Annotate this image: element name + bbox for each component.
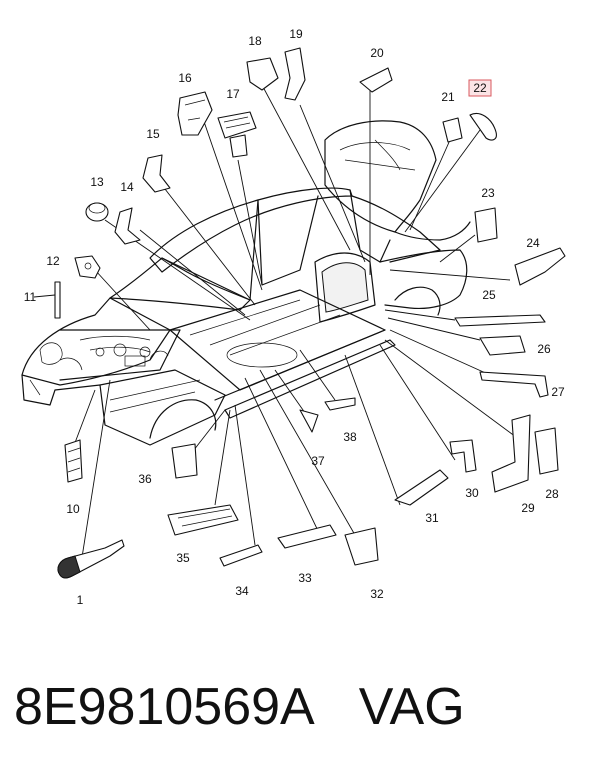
callout-31: 31	[425, 511, 439, 525]
part-28-bracket	[534, 427, 559, 475]
callout-17: 17	[226, 87, 240, 101]
part-26-bracket	[479, 335, 526, 356]
part-17-module	[217, 111, 257, 158]
leader-lines	[33, 84, 521, 571]
callout-19: 19	[289, 27, 303, 41]
part-10-pad	[64, 439, 83, 483]
callout-16: 16	[178, 71, 192, 85]
car-body-shell	[21, 120, 471, 446]
callout-14: 14	[120, 180, 134, 194]
callout-20: 20	[370, 46, 384, 60]
part-12-bracket	[74, 255, 101, 279]
part-31-hinge	[394, 469, 449, 506]
callout-23: 23	[481, 186, 495, 200]
callout-35: 35	[176, 551, 190, 565]
part-21-foam	[442, 117, 463, 143]
callout-28: 28	[545, 487, 559, 501]
callout-29: 29	[521, 501, 535, 515]
callout-11: 11	[24, 290, 37, 304]
callout-27: 27	[551, 385, 565, 399]
part-25-rail	[454, 314, 546, 327]
part-13-grommet	[85, 202, 109, 222]
part-32-bracket	[344, 527, 379, 566]
part-1-sealant-tube	[57, 539, 125, 579]
part-19-strip	[284, 47, 306, 101]
callout-13: 13	[90, 175, 104, 189]
part-14-clip	[114, 207, 141, 245]
part-20-pad	[359, 67, 393, 93]
part-11-strip	[54, 281, 61, 319]
callout-24: 24	[526, 236, 540, 250]
callout-21: 21	[441, 90, 455, 104]
part-23-panel	[474, 207, 498, 243]
part-22-pad	[469, 113, 497, 141]
callout-37: 37	[311, 454, 325, 468]
part-33-rail	[277, 524, 337, 549]
callout-36: 36	[138, 472, 152, 486]
part-37-pad	[299, 409, 319, 433]
brand-name: VAG	[358, 678, 465, 736]
part-15-seal	[142, 154, 171, 193]
parts-diagram: 1 10 11 12 13 14 15 16 17 18 19 20 21 22…	[21, 27, 566, 607]
callout-1: 1	[77, 593, 84, 607]
part-16-bracket	[177, 91, 213, 136]
part-number: 8E9810569A	[14, 678, 315, 736]
callout-labels: 1 10 11 12 13 14 15 16 17 18 19 20 21 22…	[24, 27, 565, 607]
callout-18: 18	[248, 34, 262, 48]
part-27-strip	[479, 371, 549, 398]
callout-22-highlight	[468, 79, 492, 97]
part-30-bracket	[449, 439, 477, 473]
part-34-strip	[219, 544, 263, 567]
callout-34: 34	[235, 584, 249, 598]
part-38-clip	[324, 397, 356, 411]
part-35-floor-pad	[167, 504, 239, 536]
part-29-bracket	[491, 414, 531, 493]
part-36-bracket	[171, 443, 198, 479]
callout-33: 33	[298, 571, 312, 585]
callout-26: 26	[537, 342, 551, 356]
part-24-strip	[514, 247, 566, 286]
part-18-pad	[246, 57, 279, 91]
callout-25: 25	[482, 288, 496, 302]
callout-12: 12	[46, 254, 60, 268]
callout-30: 30	[465, 486, 479, 500]
callout-10: 10	[66, 502, 80, 516]
parts	[54, 47, 566, 579]
callout-38: 38	[343, 430, 357, 444]
callout-15: 15	[146, 127, 160, 141]
footer-caption: 8E9810569A VAG	[14, 672, 594, 742]
callout-32: 32	[370, 587, 384, 601]
callout-22: 22	[473, 81, 487, 95]
